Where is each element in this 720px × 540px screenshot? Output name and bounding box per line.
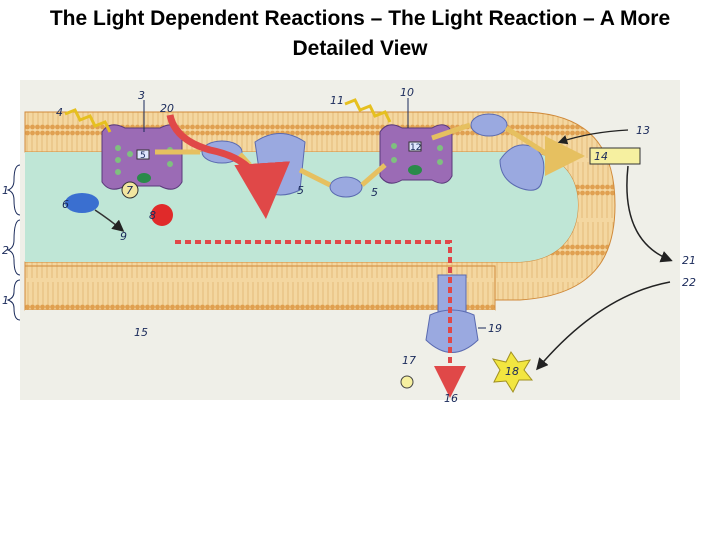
photosystem-ii <box>101 124 183 190</box>
label-5c: 5 <box>371 186 378 199</box>
label-9: 9 <box>120 230 127 243</box>
label-5: 5 <box>140 151 146 161</box>
ferredoxin <box>470 113 508 137</box>
label-8: 8 <box>149 209 156 222</box>
plastocyanin <box>329 176 363 198</box>
outer-lumen-space <box>25 310 495 400</box>
thylakoid-membrane-lower <box>24 265 496 311</box>
atp-starburst <box>491 351 534 394</box>
label-1a: 1 <box>2 184 9 197</box>
label-3: 3 <box>138 89 145 102</box>
thylakoid-diagram: 1 2 1 3 4 5 5 5 6 7 8 9 10 11 12 13 14 1… <box>2 80 696 405</box>
adp-molecule <box>400 375 414 389</box>
label-18: 18 <box>505 365 519 378</box>
label-1b: 1 <box>2 294 9 307</box>
oxygen-evolving-complex <box>121 181 139 199</box>
label-17: 17 <box>402 354 416 367</box>
arrow-to-18 <box>536 281 671 371</box>
label-21: 21 <box>682 254 696 267</box>
label-2: 2 <box>2 244 9 257</box>
slide-title: The Light Dependent Reactions – The Ligh… <box>0 4 720 64</box>
title-line-2: Detailed View <box>292 37 428 60</box>
proton <box>151 204 173 226</box>
arrow-13 <box>557 129 629 145</box>
proton-path-lumen <box>175 240 466 398</box>
label-10: 10 <box>400 86 414 99</box>
label-16: 16 <box>444 392 458 405</box>
water-molecule <box>65 193 99 213</box>
label-13: 13 <box>636 124 650 137</box>
label-6: 6 <box>62 198 69 211</box>
nadph-box <box>589 147 641 165</box>
title-line-1: The Light Dependent Reactions – The Ligh… <box>49 7 671 30</box>
label-11: 11 <box>330 94 344 107</box>
label-5b: 5 <box>297 184 304 197</box>
light-arrow-p680 <box>64 108 112 133</box>
label-4: 4 <box>56 106 63 119</box>
arrow-to-21 <box>626 165 673 263</box>
label-22: 22 <box>682 276 696 289</box>
light-arrow-p700 <box>344 98 392 123</box>
water-split-arrow <box>94 209 125 232</box>
proton-path-down <box>166 114 291 219</box>
label-19: 19 <box>488 322 502 335</box>
label-7: 7 <box>126 184 133 197</box>
label-20: 20 <box>160 102 174 115</box>
label-15: 15 <box>134 326 148 339</box>
electron-path <box>155 125 575 185</box>
label-12: 12 <box>410 143 421 153</box>
label-14: 14 <box>594 150 608 163</box>
